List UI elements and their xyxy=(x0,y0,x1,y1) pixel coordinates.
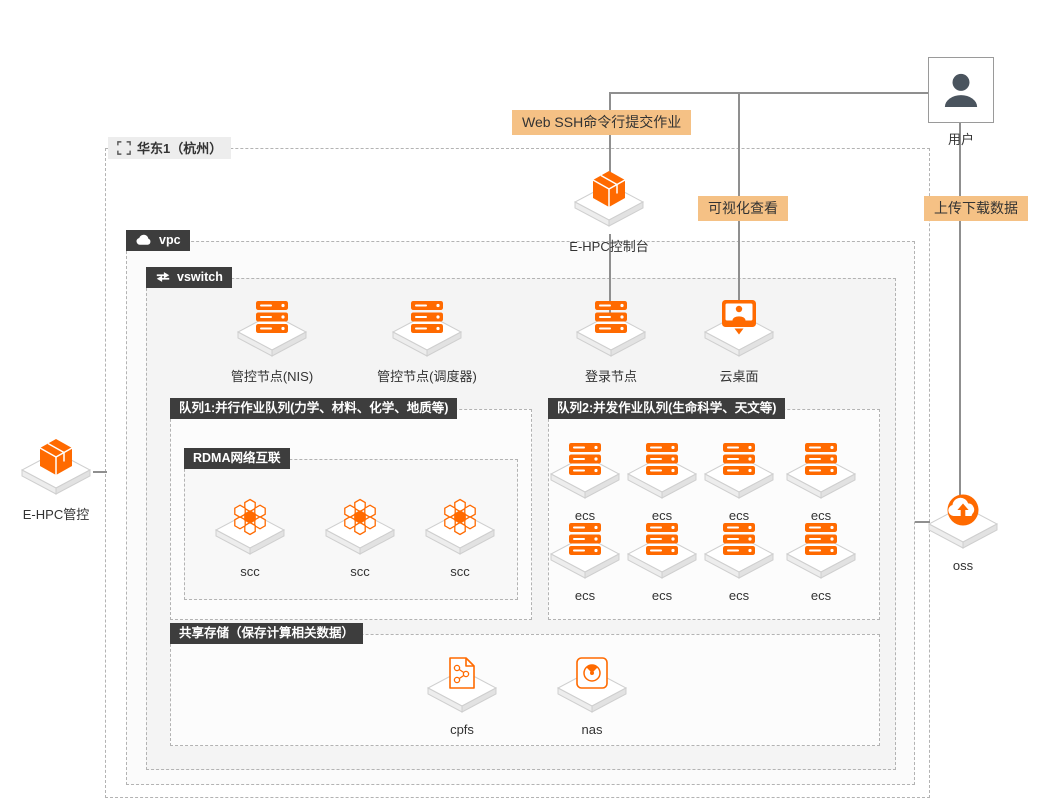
server-icon xyxy=(391,300,463,364)
login-label: 登录节点 xyxy=(584,369,637,384)
vswitch-tag: vswitch xyxy=(146,267,232,288)
ehpc-mgmt-icon xyxy=(20,438,92,502)
ehpc-console-label: E-HPC控制台 xyxy=(569,239,649,254)
cpfs-icon xyxy=(426,656,498,720)
ecs-label: ecs xyxy=(810,508,832,523)
annotation-upload-download: 上传下载数据 xyxy=(924,196,1028,221)
node-ecs: ecs xyxy=(783,442,859,523)
node-ecs: ecs xyxy=(701,442,777,523)
storage-box xyxy=(170,634,880,746)
node-ecs: ecs xyxy=(701,522,777,603)
annotation-visualization: 可视化查看 xyxy=(698,196,788,221)
queue2-tag: 队列2:并发作业队列(生命科学、天文等) xyxy=(548,398,786,419)
scc-label: scc xyxy=(350,564,370,579)
node-scc: scc xyxy=(422,498,498,579)
scc-icon xyxy=(424,498,496,562)
connector-user-to-console xyxy=(609,92,929,94)
scc-icon xyxy=(214,498,286,562)
scc-label: scc xyxy=(240,564,260,579)
nas-icon xyxy=(556,656,628,720)
ecs-label: ecs xyxy=(574,508,596,523)
ehpc-mgmt-label: E-HPC管控 xyxy=(22,507,90,522)
node-oss: oss xyxy=(925,492,1001,573)
cpfs-label: cpfs xyxy=(450,722,474,737)
ecs-label: ecs xyxy=(728,588,750,603)
ecs-icon xyxy=(626,442,698,506)
ecs-icon xyxy=(549,442,621,506)
node-nas: nas xyxy=(554,656,630,737)
vswitch-label: vswitch xyxy=(177,270,223,284)
region-box xyxy=(105,148,930,798)
ecs-icon xyxy=(785,442,857,506)
connector-user-to-oss xyxy=(959,122,961,506)
ecs-label: ecs xyxy=(810,588,832,603)
scc-label: scc xyxy=(450,564,470,579)
ecs-icon xyxy=(785,522,857,586)
ecs-icon xyxy=(703,442,775,506)
vpc-tag: vpc xyxy=(126,230,190,251)
user-box xyxy=(928,57,994,123)
nas-label: nas xyxy=(581,722,603,737)
node-ecs: ecs xyxy=(624,522,700,603)
storage-tag: 共享存储（保存计算相关数据） xyxy=(170,623,364,644)
node-nis: 管控节点(NIS) xyxy=(230,300,314,385)
scc-icon xyxy=(324,498,396,562)
node-login: 登录节点 xyxy=(573,300,649,385)
vpc-label: vpc xyxy=(159,233,181,247)
node-ecs: ecs xyxy=(783,522,859,603)
storage-label: 共享存储（保存计算相关数据） xyxy=(179,626,355,640)
connector-mgmt-to-region xyxy=(93,471,107,473)
region-icon xyxy=(117,141,131,155)
node-cloud-desktop: 云桌面 xyxy=(701,300,777,385)
oss-icon xyxy=(927,492,999,556)
server-icon xyxy=(575,300,647,364)
node-ecs: ecs xyxy=(624,442,700,523)
nis-label: 管控节点(NIS) xyxy=(230,369,314,384)
connector-vpc-to-oss xyxy=(915,521,930,523)
node-scc: scc xyxy=(212,498,288,579)
node-cpfs: cpfs xyxy=(424,656,500,737)
user-label: 用户 xyxy=(947,132,974,147)
user-icon xyxy=(944,73,978,107)
node-ehpc-console: E-HPC控制台 xyxy=(569,170,649,255)
switch-arrows-icon xyxy=(156,272,170,283)
ecs-icon xyxy=(703,522,775,586)
node-ecs: ecs xyxy=(547,522,623,603)
server-icon xyxy=(236,300,308,364)
node-ecs: ecs xyxy=(547,442,623,523)
region-tag: 华东1（杭州） xyxy=(108,137,232,159)
ecs-label: ecs xyxy=(651,588,673,603)
node-scc: scc xyxy=(322,498,398,579)
queue1-label: 队列1:并行作业队列(力学、材料、化学、地质等) xyxy=(179,401,449,415)
rdma-label: RDMA网络互联 xyxy=(193,451,281,465)
scheduler-label: 管控节点(调度器) xyxy=(377,369,477,384)
ecs-icon xyxy=(626,522,698,586)
queue1-tag: 队列1:并行作业队列(力学、材料、化学、地质等) xyxy=(170,398,458,419)
desktop-icon xyxy=(703,300,775,364)
cloud-desktop-label: 云桌面 xyxy=(719,369,759,384)
ecs-icon xyxy=(549,522,621,586)
ehpc-console-icon xyxy=(573,170,645,234)
node-scheduler: 管控节点(调度器) xyxy=(377,300,477,385)
node-ehpc-mgmt: E-HPC管控 xyxy=(18,438,94,523)
queue2-label: 队列2:并发作业队列(生命科学、天文等) xyxy=(557,401,777,415)
ecs-label: ecs xyxy=(651,508,673,523)
annotation-web-ssh: Web SSH命令行提交作业 xyxy=(512,110,692,135)
ecs-label: ecs xyxy=(574,588,596,603)
cloud-icon xyxy=(136,235,151,245)
ecs-label: ecs xyxy=(728,508,750,523)
oss-label: oss xyxy=(952,558,974,573)
region-label: 华东1（杭州） xyxy=(137,140,223,156)
connector-console-to-login xyxy=(609,234,611,314)
rdma-tag: RDMA网络互联 xyxy=(184,448,290,469)
